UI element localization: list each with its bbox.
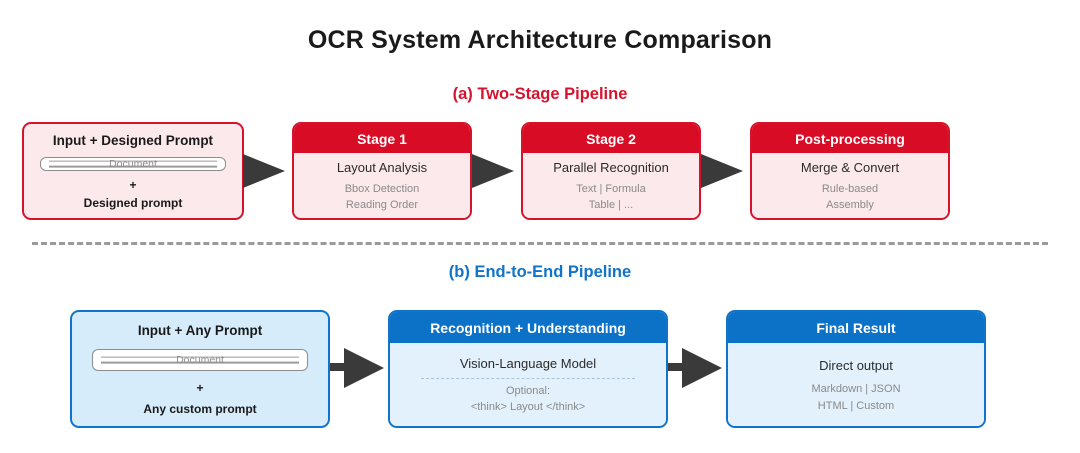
node-stage-1[interactable]: Stage 1 Layout Analysis Bbox Detection R…	[292, 122, 472, 220]
node-title: Input + Designed Prompt	[52, 133, 214, 148]
node-sub-text: Assembly	[826, 199, 874, 211]
section-divider	[32, 242, 1048, 245]
node-header: Stage 1	[294, 124, 470, 153]
node-main-text: Direct output	[819, 357, 893, 373]
node-main-text: Parallel Recognition	[553, 160, 669, 175]
node-recognition-understanding[interactable]: Recognition + Understanding Vision-Langu…	[388, 310, 668, 428]
arrow-right-icon	[241, 148, 287, 194]
node-body: Merge & Convert Rule-based Assembly	[752, 153, 948, 218]
node-body: Layout Analysis Bbox Detection Reading O…	[294, 153, 470, 218]
node-body: Parallel Recognition Text | Formula Tabl…	[523, 153, 699, 218]
node-body: Direct output Markdown | JSON HTML | Cus…	[728, 343, 984, 426]
prompt-label: Any custom prompt	[143, 402, 257, 416]
node-sub-text: Reading Order	[345, 199, 419, 211]
node-header: Final Result	[728, 312, 984, 343]
node-sub-text: Text | Formula	[576, 183, 646, 195]
document-lines	[49, 157, 217, 172]
node-post-processing[interactable]: Post-processing Merge & Convert Rule-bas…	[750, 122, 950, 220]
node-sub-text: HTML | Custom	[817, 399, 895, 412]
arrow-right-icon	[668, 342, 724, 394]
node-sub-text: Rule-based	[821, 183, 879, 195]
end-to-end-pipeline-row: Input + Any Prompt Document + Any custom…	[0, 310, 1080, 432]
node-body: Vision-Language Model Optional: <think> …	[390, 343, 666, 426]
document-label: Document	[109, 158, 157, 170]
node-final-result[interactable]: Final Result Direct output Markdown | JS…	[726, 310, 986, 428]
node-input-designed-prompt[interactable]: Input + Designed Prompt Document + Desig…	[22, 122, 244, 220]
node-sub-text: Table | ...	[588, 199, 634, 211]
arrow-right-icon	[330, 342, 386, 394]
plus-symbol: +	[129, 178, 137, 192]
section-b-title: (b) End-to-End Pipeline	[448, 263, 632, 281]
node-stage-2[interactable]: Stage 2 Parallel Recognition Text | Form…	[521, 122, 701, 220]
document-label: Document	[176, 354, 224, 366]
plus-symbol: +	[196, 381, 204, 395]
two-stage-pipeline-row: Input + Designed Prompt Document + Desig…	[0, 122, 1080, 222]
node-sub-text: Bbox Detection	[344, 183, 420, 195]
document-card: Document	[40, 157, 226, 171]
inner-divider	[421, 378, 635, 379]
node-main-text: Layout Analysis	[336, 160, 428, 175]
node-header: Post-processing	[752, 124, 948, 153]
node-main-text: Merge & Convert	[800, 160, 900, 175]
prompt-label: Designed prompt	[83, 196, 183, 210]
node-header: Recognition + Understanding	[390, 312, 666, 343]
node-input-any-prompt[interactable]: Input + Any Prompt Document + Any custom…	[70, 310, 330, 428]
section-a-title: (a) Two-Stage Pipeline	[452, 85, 628, 103]
document-card: Document	[92, 349, 308, 371]
node-main-text: Vision-Language Model	[459, 356, 597, 371]
node-sub-text: Markdown | JSON	[811, 382, 901, 395]
node-sub-text: Optional:	[505, 385, 551, 397]
document-lines	[101, 353, 299, 368]
node-sub-text: <think> Layout </think>	[470, 401, 586, 413]
arrow-right-icon	[699, 148, 745, 194]
node-title: Input + Any Prompt	[137, 323, 263, 338]
node-header: Stage 2	[523, 124, 699, 153]
page-title: OCR System Architecture Comparison	[307, 26, 773, 54]
arrow-right-icon	[470, 148, 516, 194]
